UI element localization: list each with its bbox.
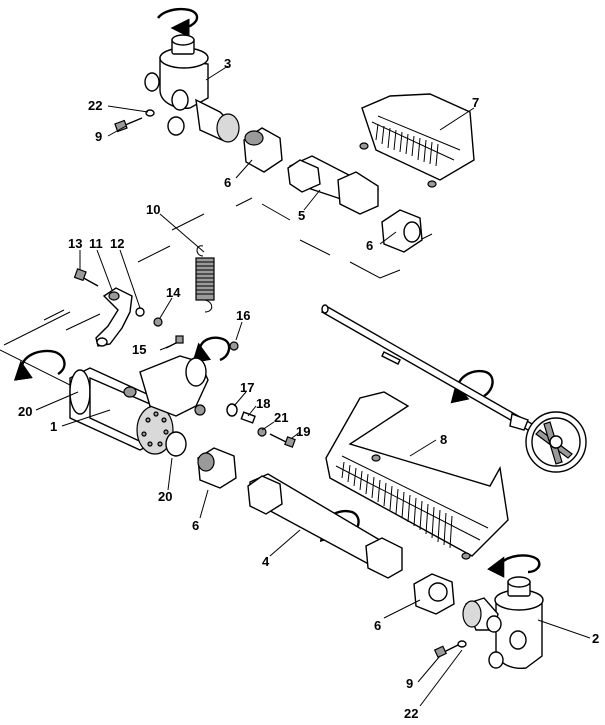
callout-21: 21	[274, 410, 288, 425]
callout-15: 15	[132, 342, 146, 357]
part-10-spring	[195, 245, 215, 313]
trough-teeth-top	[375, 123, 439, 167]
part-12-nut	[135, 307, 145, 317]
part-7-trough-top	[359, 93, 475, 188]
callout-17: 17	[240, 380, 254, 395]
callout-20-bottom: 20	[158, 489, 172, 504]
callout-7: 7	[472, 95, 479, 110]
callout-16: 16	[236, 308, 250, 323]
callout-10: 10	[146, 202, 160, 217]
part-2-lower-gearbox	[462, 576, 544, 669]
callout-6-top: 6	[224, 175, 231, 190]
rotation-arrow-arm	[192, 336, 231, 364]
screw-and-washer-bottom	[433, 640, 467, 659]
callout-3: 3	[224, 56, 231, 71]
part-4-hex-shaft	[247, 473, 403, 579]
part-8-trough-bottom	[325, 391, 509, 560]
rotation-arrow-auger	[450, 369, 494, 404]
callout-6-right: 6	[366, 238, 373, 253]
callout-14: 14	[166, 285, 181, 300]
part-6-coupling-bottom	[413, 573, 455, 615]
callout-6-bottom: 6	[374, 618, 381, 633]
callout-9-bottom: 9	[406, 676, 413, 691]
leader-lines	[35, 65, 591, 707]
callout-22-bottom: 22	[404, 706, 418, 721]
callout-22-top: 22	[88, 98, 102, 113]
part-6-coupling-top	[243, 127, 283, 173]
part-6-coupling-mid	[197, 447, 237, 489]
part-6-coupling-right	[381, 209, 423, 253]
fastener-stack	[226, 403, 296, 448]
drive-arm-bracket	[139, 355, 209, 417]
part-11-bracket	[95, 287, 133, 347]
callout-12: 12	[110, 236, 124, 251]
trough-teeth-bottom	[341, 461, 453, 549]
callout-labels: 3 22 9 6 5 6 7 10 13 11 12 14 16 15 17 1…	[18, 56, 599, 721]
callout-6-mid: 6	[192, 518, 199, 533]
callout-19: 19	[296, 424, 310, 439]
callout-11: 11	[89, 236, 103, 251]
callout-18: 18	[256, 396, 270, 411]
callout-9-top: 9	[95, 129, 102, 144]
part-14-nut	[153, 317, 163, 327]
callout-20-left: 20	[18, 404, 32, 419]
rotation-arrow-top	[157, 7, 199, 38]
part-5-hex-shaft	[287, 155, 380, 215]
part-1-drive-housing	[69, 367, 187, 457]
callout-4: 4	[262, 554, 270, 569]
rotation-arrow-gearbox-right	[487, 554, 541, 578]
callout-5: 5	[298, 208, 305, 223]
auger-shaft	[321, 304, 587, 473]
callout-13: 13	[68, 236, 82, 251]
screw-and-washer-top	[114, 109, 155, 133]
callout-8: 8	[440, 432, 447, 447]
callout-1: 1	[50, 419, 57, 434]
part-16-nut	[229, 341, 239, 351]
rotation-arrow-left-shaft	[13, 349, 66, 381]
callout-2: 2	[592, 631, 599, 646]
part-13-bolt	[73, 268, 99, 287]
part-3-upper-gearbox	[144, 34, 240, 143]
